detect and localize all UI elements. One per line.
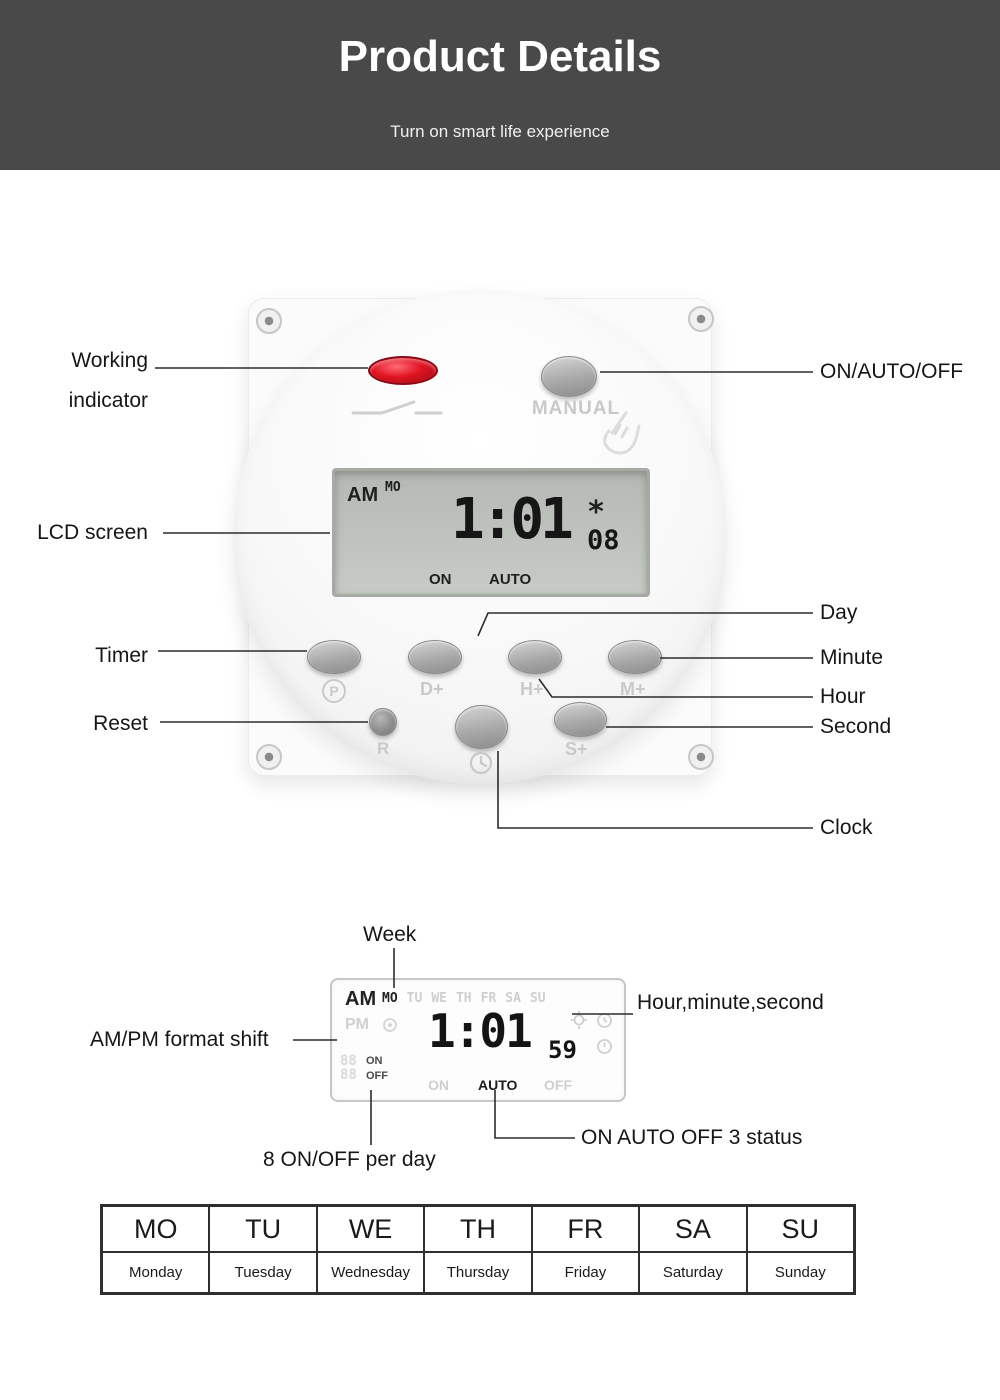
alarm-icon [597, 1013, 612, 1028]
onoff-segment-digits: 88 88 [340, 1053, 357, 1083]
callout-ampm-shift: AM/PM format shift [90, 1028, 269, 1051]
weekday-abbrev: FR [480, 991, 497, 1006]
callout-working-indicator: Working indicator [68, 349, 148, 412]
lcd2-time: 1:01 [428, 1004, 533, 1058]
weekday-abbrev: TH [455, 991, 472, 1006]
weekday-abbrev: WE [431, 991, 447, 1006]
lcd2-pm-label: PM [345, 1016, 369, 1033]
lcd-screen: AM MO 1:01 * 08 ON AUTO [332, 468, 650, 597]
second-button [554, 702, 607, 737]
second-button-label: S+ [565, 739, 588, 759]
working-indicator-light [368, 356, 438, 385]
dot-circle-icon [383, 1018, 397, 1032]
hour-button [508, 640, 562, 674]
hour-button-label: H+ [520, 679, 544, 699]
callout-week: Week [363, 923, 417, 946]
weekday-name-cell: Sunday [746, 1252, 854, 1293]
weekday-abbrev-cell: TU [209, 1206, 317, 1252]
page-subtitle: Turn on smart life experience [390, 122, 610, 141]
weekday-name-cell: Monday [102, 1252, 210, 1293]
lcd-auto-label: AUTO [489, 571, 532, 588]
weekday-abbrev: SA [505, 991, 521, 1006]
timer-button-label: P [322, 679, 346, 703]
minute-button-label: M+ [620, 679, 646, 699]
callout-hour-minute-second: Hour,minute,second [637, 991, 824, 1014]
lcd-ampm-label: AM [347, 484, 379, 506]
power-icon [597, 1039, 612, 1054]
page-title: Product Details [338, 32, 662, 81]
day-button [408, 640, 462, 674]
screw-hole-icon [688, 306, 714, 332]
status-on-label: ON [428, 1077, 449, 1093]
timer-button [307, 640, 361, 674]
day-button-label: D+ [420, 679, 444, 699]
callout-minute: Minute [820, 646, 884, 669]
header-banner: Product Details Turn on smart life exper… [0, 0, 1000, 170]
week-table: MO TU WE TH FR SA SU Monday Tuesday Wedn… [100, 1204, 856, 1295]
screw-hole-icon [688, 744, 714, 770]
weekday-name-cell: Friday [531, 1252, 640, 1293]
callout-three-status: ON AUTO OFF 3 status [581, 1126, 803, 1149]
clock-button [455, 705, 508, 749]
sparkle-icon: * [587, 495, 606, 530]
bulb-icon [571, 1011, 587, 1029]
lcd-weekday-label: MO [385, 480, 401, 495]
callout-lcd-screen: LCD screen [37, 521, 148, 544]
weekday-name-cell: Wednesday [316, 1252, 425, 1293]
lcd2-weekday-row: MO TU WE TH FR SA SU [382, 991, 546, 1006]
weekday-abbrev-cell: MO [102, 1206, 210, 1252]
callout-reset: Reset [93, 712, 148, 735]
callout-second: Second [820, 715, 892, 738]
weekday-abbrev-cell: TH [424, 1206, 532, 1252]
status-auto-label: AUTO [478, 1077, 518, 1093]
weekday-abbrev: MO [382, 991, 398, 1006]
weekday-abbrev: SU [529, 991, 546, 1006]
minute-button [608, 640, 662, 674]
lcd-diagram: AM MO TU WE TH FR SA SU PM 1:01 59 [330, 978, 626, 1102]
screw-hole-icon [256, 308, 282, 334]
onoff-off-label: OFF [366, 1070, 388, 1082]
weekday-abbrev-cell: WE [316, 1206, 425, 1252]
lcd2-seconds: 59 [548, 1036, 577, 1064]
lcd-time: 1:01 [451, 487, 574, 552]
weekday-name-cell: Thursday [424, 1252, 532, 1293]
onoff-labels: ON OFF [366, 1054, 388, 1084]
screw-hole-icon [256, 744, 282, 770]
weekday-abbrev-cell: SA [639, 1206, 747, 1252]
callout-hour: Hour [820, 685, 866, 708]
pointing-hand-icon [603, 411, 641, 455]
status-off-label: OFF [544, 1077, 572, 1093]
lcd-seconds: 08 [587, 525, 620, 556]
reset-button-label: R [377, 739, 390, 758]
lcd-on-label: ON [429, 571, 452, 588]
onoff-on-label: ON [366, 1055, 383, 1067]
weekday-abbrev: TU [406, 991, 423, 1006]
clock-button-icon [469, 751, 493, 775]
reset-button [369, 708, 397, 736]
switch-symbol-icon [351, 400, 443, 415]
callout-day: Day [820, 601, 858, 624]
lcd2-am-label: AM [345, 988, 377, 1010]
weekday-abbrev-cell: SU [746, 1206, 854, 1252]
weekday-abbrev-cell: FR [531, 1206, 640, 1252]
callout-onoff-per-day: 8 ON/OFF per day [263, 1148, 436, 1171]
manual-button [541, 356, 597, 397]
callout-timer: Timer [95, 644, 148, 667]
weekday-name-cell: Tuesday [209, 1252, 317, 1293]
callout-on-auto-off: ON/AUTO/OFF [820, 360, 964, 383]
manual-label: MANUAL [531, 398, 621, 419]
callout-clock: Clock [820, 816, 873, 839]
weekday-name-cell: Saturday [639, 1252, 747, 1293]
